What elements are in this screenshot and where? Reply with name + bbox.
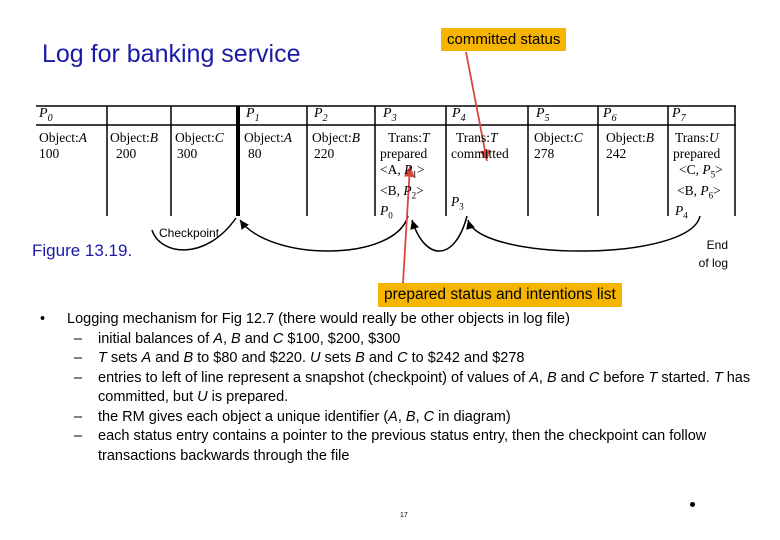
log-entry-object-a: Object:A 100 (39, 130, 87, 161)
position-label-p1: P1 (246, 106, 260, 124)
sub-bullet-item: –initial balances of A, B and C $100, $2… (40, 330, 760, 350)
bullet-dot-icon: • (40, 311, 46, 327)
dash-icon: – (74, 369, 83, 386)
dash-icon: – (74, 428, 83, 444)
sub-bullet-item: –entries to left of line represent a sna… (74, 369, 751, 406)
log-entry-object-a-new: Object:A 80 (244, 130, 292, 161)
dash-icon: – (74, 350, 83, 366)
sub-bullet-item: –T sets A and B to $80 and $220. U sets … (40, 349, 760, 369)
dash-icon: – (74, 330, 83, 347)
pointer-u-prepared-to-p4 (466, 215, 701, 252)
bullet-item: •Logging mechanism for Fig 12.7 (there w… (40, 310, 760, 330)
log-entry-object-c: Object:C 300 (175, 130, 224, 161)
log-entry-trans-u-prepared: Trans:U prepared <C, P5> <B, P6> P4 (673, 130, 723, 222)
position-label-p6: P6 (603, 106, 617, 124)
committed-status-callout: committed status (441, 28, 567, 51)
prepared-status-callout: prepared status and intentions list (378, 283, 622, 307)
log-entry-trans-t-prepared: Trans:T prepared <A, P1> <B, P2> P0 (380, 130, 430, 222)
page-title: Log for banking service (42, 40, 301, 68)
position-label-p4: P4 (452, 106, 466, 124)
pointer-t-committed-to-p3 (410, 215, 468, 252)
prepared-status-arrow (402, 165, 415, 284)
position-label-p3: P3 (383, 106, 397, 124)
figure-label: Figure 13.19. (32, 241, 133, 260)
sub-bullet-item: –the RM gives each object a unique ident… (40, 408, 760, 428)
position-label-p0: P0 (39, 106, 53, 124)
log-entry-object-c-new: Object:C 278 (534, 130, 583, 161)
end-of-log-label: End of log (698, 238, 728, 270)
position-label-p5: P5 (536, 106, 550, 124)
pointer-t-prepared-to-p0 (239, 215, 409, 252)
position-label-p2: P2 (314, 106, 328, 124)
committed-status-arrow (465, 51, 491, 162)
checkpoint-pointer (151, 217, 237, 251)
log-entry-object-b-u: Object:B 242 (606, 130, 654, 161)
decorative-dot (690, 502, 695, 507)
log-entry-trans-t-committed: Trans:T committed P3 (451, 130, 509, 212)
dash-icon: – (74, 408, 83, 425)
log-entry-object-b-new: Object:B 220 (312, 130, 360, 161)
checkpoint-label: Checkpoint (159, 226, 220, 240)
position-label-p7: P7 (672, 106, 686, 124)
sub-bullet-item: –each status entry contains a pointer to… (74, 428, 707, 464)
log-entry-object-b: Object:B 200 (110, 130, 158, 161)
bullet-list: •Logging mechanism for Fig 12.7 (there w… (40, 310, 760, 466)
page-number: 17 (400, 512, 408, 519)
